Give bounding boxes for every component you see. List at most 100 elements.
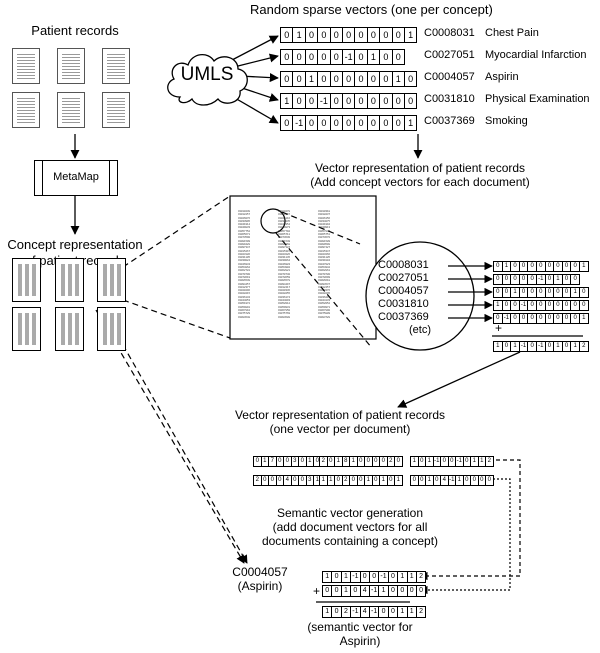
vector-cell: 0 (419, 587, 424, 594)
vector-cell: 0 (449, 457, 456, 466)
vector-cell: 1 (320, 476, 328, 485)
vector-cell: 1 (293, 28, 306, 42)
text-line (17, 57, 35, 58)
vector-cell: 1 (582, 263, 586, 269)
vector-cell: 0 (494, 288, 503, 297)
vector-cell: 0 (269, 476, 277, 485)
text-line (107, 104, 125, 105)
vector-cell: 0 (546, 288, 555, 297)
concept-bar (68, 264, 72, 296)
vector-cell: 0 (380, 50, 393, 64)
text-line (62, 57, 80, 58)
vector-cell: 0 (395, 52, 401, 62)
vector-cell: 0 (358, 476, 365, 485)
concept-name: Chest Pain (485, 27, 539, 39)
patient-record-doc (12, 48, 40, 84)
patient-record-doc (57, 92, 85, 128)
vector-cell: 0 (520, 275, 529, 284)
vector-cell: 0 (332, 607, 342, 617)
vector-cell: 1 (342, 586, 352, 596)
text-line (107, 101, 125, 102)
arrow-sum-to-doc-vectors (397, 351, 521, 408)
text-line (17, 75, 35, 76)
concept-cui: C0037369 (424, 115, 475, 127)
concept-bar (117, 313, 121, 345)
text-line (17, 116, 35, 117)
concept-doc (55, 307, 84, 351)
zoom-circle (365, 241, 475, 351)
metamap-box: MetaMap (34, 160, 118, 196)
text-line (62, 66, 80, 67)
concept-bar (68, 313, 72, 345)
text-line (17, 66, 35, 67)
patient-record-doc (102, 92, 130, 128)
concept-bar (25, 264, 29, 296)
vector-cell: 1 (281, 94, 294, 108)
semantic-result-label-1: (semantic vector for (307, 620, 413, 634)
concept-bar (103, 313, 107, 345)
text-line (62, 60, 80, 61)
concept-bar (32, 264, 36, 296)
vector-cell: 0 (292, 476, 299, 485)
vector-cell: 0 (368, 28, 381, 42)
concept-cui: C0027051 (424, 49, 475, 61)
text-line (62, 63, 80, 64)
arrow-umls-1 (231, 35, 279, 61)
target-concept-cui: C0004057 (232, 565, 288, 579)
vector-cell: 1 (408, 572, 417, 582)
vector-cell: 0 (306, 28, 319, 42)
vector-cell: 0 (563, 275, 572, 284)
vector-cell: 0 (511, 301, 520, 310)
vector-cell: 0 (582, 289, 586, 295)
text-line (17, 119, 35, 120)
vector-cell: 4 (441, 476, 449, 485)
text-line (17, 101, 35, 102)
text-line (107, 113, 125, 114)
page-text-column: C0010318 C0018237 C0026156 C0034075 C004… (318, 210, 331, 319)
vector-cell: 0 (528, 342, 537, 351)
vector-cell: 2 (419, 573, 424, 580)
vector-cell: 0 (373, 476, 380, 485)
vector-cell: 0 (571, 314, 580, 323)
vector-cell: 0 (408, 96, 414, 106)
vector-cell: 0 (328, 457, 335, 466)
concept-bar (61, 264, 65, 296)
vector-cell: 0 (563, 342, 572, 351)
concept-bar (117, 264, 121, 296)
vector-cell: 1 (426, 476, 434, 485)
vector-cell: -1 (293, 116, 306, 130)
vector-cell: 2 (487, 458, 491, 464)
page-text-column: C0010238 C0018157 C0026076 C0033995 C004… (238, 210, 251, 319)
umls-cloud-icon (167, 54, 248, 106)
text-line (17, 72, 35, 73)
concept-doc (97, 258, 126, 302)
vector-cell: 0 (528, 275, 537, 284)
vector-cell: 2 (342, 607, 352, 617)
vector-cell: 0 (441, 457, 449, 466)
zoom-cui: C0008031 (378, 259, 429, 271)
vector-cell: 0 (293, 50, 306, 64)
vector-cell: 0 (571, 262, 580, 271)
vector-cell: 0 (537, 262, 546, 271)
vector-cell: 0 (464, 476, 471, 485)
vector-cell: 0 (503, 275, 512, 284)
concept-bar (110, 313, 114, 345)
text-line (17, 104, 35, 105)
vector-cell: 0 (350, 476, 358, 485)
text-line (62, 104, 80, 105)
vector-cell: 1 (411, 457, 419, 466)
vector-cell: 0 (306, 50, 319, 64)
vector-cell: 0 (554, 262, 563, 271)
vector-rep-add-label-2: (Add concept vectors for each document) (310, 175, 530, 189)
patient-record-doc (102, 48, 130, 84)
vector-cell: -1 (351, 607, 361, 617)
text-line (62, 54, 80, 55)
vector-cell: 0 (396, 458, 400, 464)
vector-cell: 1 (335, 457, 343, 466)
vector-cell: 0 (355, 28, 368, 42)
